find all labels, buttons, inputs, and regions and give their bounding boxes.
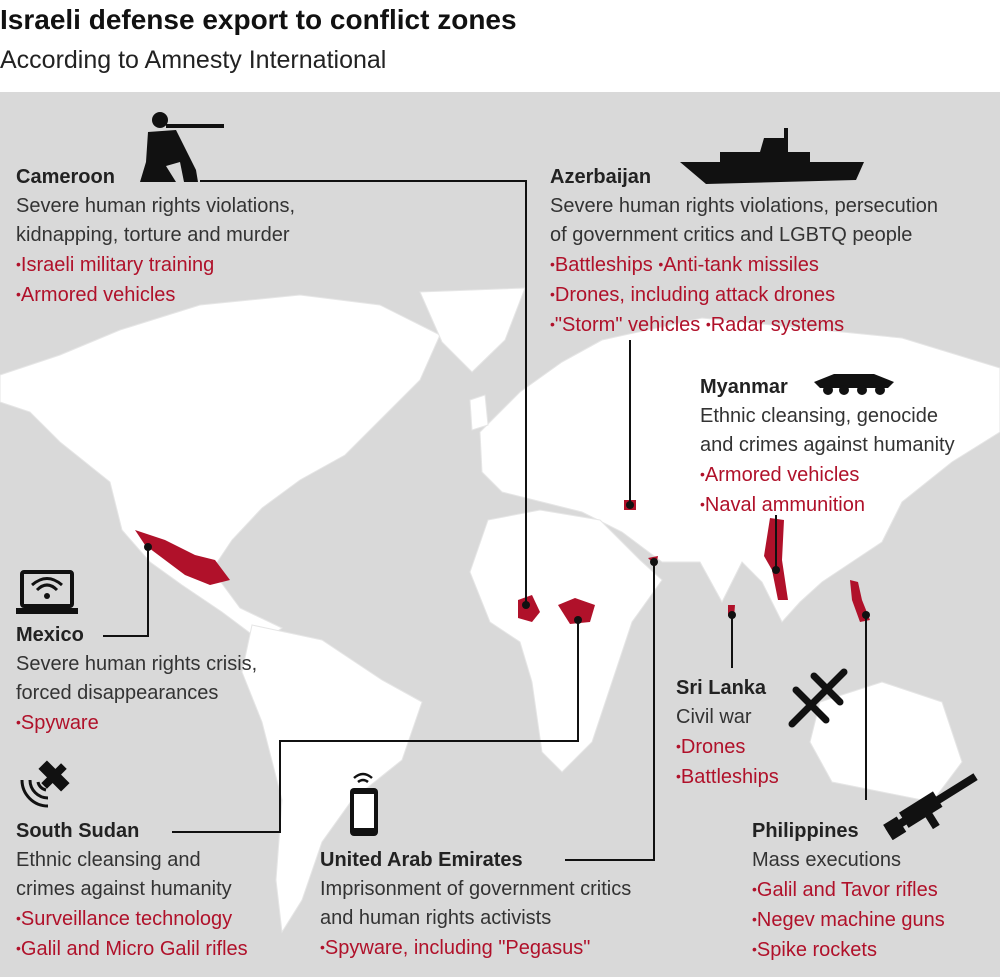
description-line: kidnapping, torture and murder (16, 224, 290, 246)
mexico-block: Mexico Severe human rights crisis, force… (16, 621, 257, 738)
export-item: Naval ammunition (700, 490, 955, 520)
description-line: Imprisonment of government critics (320, 878, 632, 900)
description-line: of government critics and LGBTQ people (550, 224, 913, 246)
description-line: Severe human rights violations, (16, 195, 296, 217)
export-item: Galil and Tavor rifles (752, 875, 945, 905)
country-name: Philippines (752, 820, 859, 842)
export-item: Radar systems (706, 314, 844, 336)
country-name: Myanmar (700, 376, 788, 398)
export-item: Anti-tank missiles (658, 254, 819, 276)
country-name: Cameroon (16, 166, 115, 188)
azerbaijan-block: Azerbaijan Severe human rights violation… (550, 163, 938, 340)
battleship-icon (680, 128, 864, 184)
south-america (241, 624, 423, 934)
export-item: Armored vehicles (16, 280, 295, 310)
greenland (419, 287, 526, 373)
description-line: Severe human rights crisis, (16, 653, 258, 675)
description-line: and crimes against humanity (700, 434, 955, 456)
connector-lines (103, 180, 867, 861)
satellite-icon (20, 760, 70, 808)
description-line: Ethnic cleansing and (16, 849, 201, 871)
description-line: Mass executions (752, 849, 901, 871)
export-item: Spyware (16, 708, 257, 738)
export-item: Armored vehicles (700, 460, 955, 490)
south-sudan-region (558, 598, 595, 624)
cameroon-block: Cameroon Severe human rights violations,… (16, 163, 295, 310)
world-map (0, 92, 1000, 977)
export-item: Spyware, including "Pegasus" (320, 933, 631, 963)
export-item: Negev machine guns (752, 905, 945, 935)
country-name: Mexico (16, 624, 84, 646)
drone-icon (788, 668, 848, 728)
smartphone-icon (350, 772, 378, 836)
laptop-icon (16, 570, 78, 614)
uae-block: United Arab Emirates Imprisonment of gov… (320, 846, 631, 963)
export-item: Israeli military training (16, 250, 295, 280)
uk (469, 394, 489, 431)
page-title: Israeli defense export to conflict zones (0, 4, 517, 35)
description-line: Severe human rights violations, persecut… (550, 195, 938, 217)
description-line: forced disappearances (16, 682, 219, 704)
description-line: Civil war (676, 706, 752, 728)
country-name: Azerbaijan (550, 166, 652, 188)
cameroon-region (518, 595, 540, 622)
location-dots (144, 501, 870, 624)
soldier-icon (140, 112, 224, 182)
mexico-region (135, 530, 230, 585)
export-item: Drones, including attack drones (550, 280, 938, 310)
export-item: Battleships (550, 254, 653, 276)
export-item: "Storm" vehicles (550, 314, 700, 336)
country-name: South Sudan (16, 820, 140, 842)
philippines-block: Philippines Mass executions Galil and Ta… (752, 817, 945, 965)
north-america (0, 294, 441, 643)
south-sudan-block: South Sudan Ethnic cleansing and crimes … (16, 817, 248, 964)
description-line: and human rights activists (320, 907, 552, 929)
page-subtitle: According to Amnesty International (0, 46, 387, 74)
sri-lanka-block: Sri Lanka Civil war Drones Battleships (676, 674, 779, 792)
country-name: United Arab Emirates (320, 849, 523, 871)
description-line: Ethnic cleansing, genocide (700, 405, 938, 427)
export-item: Galil and Micro Galil rifles (16, 934, 248, 964)
export-item: Spike rockets (752, 935, 945, 965)
myanmar-block: Myanmar Ethnic cleansing, genocide and c… (700, 373, 955, 520)
export-item: Surveillance technology (16, 904, 248, 934)
export-item: Drones (676, 732, 779, 762)
rifle-icon (883, 773, 978, 840)
description-line: crimes against humanity (16, 878, 232, 900)
country-name: Sri Lanka (676, 677, 767, 699)
armored-vehicle-icon (814, 374, 894, 395)
africa (469, 509, 663, 773)
export-item: Battleships (676, 762, 779, 792)
